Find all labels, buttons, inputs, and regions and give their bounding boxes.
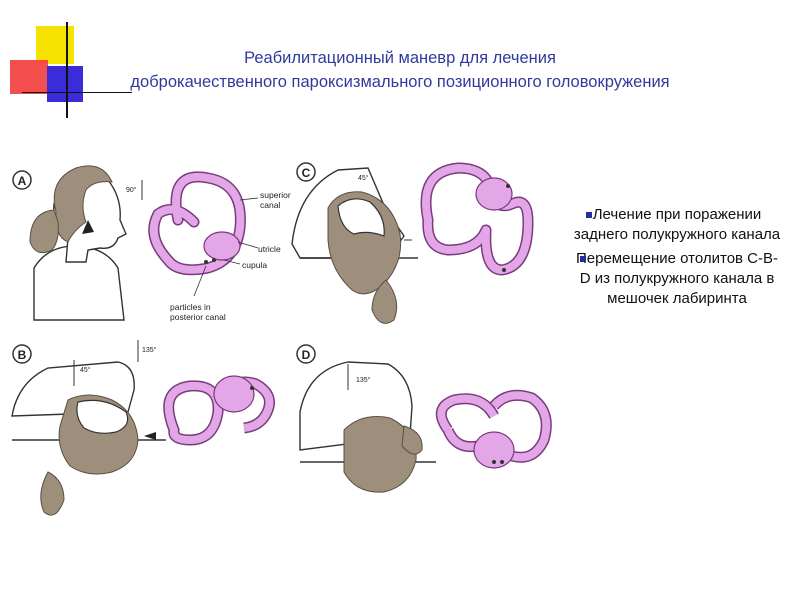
- decor-blue-square: [47, 66, 83, 102]
- panel-c-label: C: [302, 166, 311, 180]
- panel-c-ponytail: [371, 279, 398, 324]
- panel-b-face: [76, 399, 129, 434]
- panel-b-badge: [12, 344, 32, 364]
- panel-c: C 45°: [291, 162, 534, 324]
- bullet-text: Лечение при поражении заднего полукружно…: [573, 206, 781, 243]
- leader-particles: [193, 265, 207, 297]
- panel-c-labyrinth: [420, 162, 534, 276]
- bullet-item: Перемещение отолитов C-B-D из полукружно…: [572, 249, 782, 309]
- panel-a-arrow-icon: [82, 220, 94, 234]
- panel-a-badge: [12, 170, 32, 190]
- panel-d-ponytail: [401, 425, 423, 455]
- panel-a-label: A: [18, 174, 27, 188]
- panel-b-labyrinth: [163, 375, 275, 446]
- panel-d: D 135°: [296, 344, 552, 493]
- panel-b: B 45° 135°: [11, 340, 275, 516]
- title-line-1: Реабилитационный маневр для лечения: [244, 49, 556, 67]
- panel-a-hair: [53, 165, 113, 243]
- panel-b-ponytail: [40, 471, 65, 516]
- panel-b-arrow-icon: [144, 432, 156, 440]
- panel-d-label: D: [302, 348, 311, 362]
- bullet-item: Лечение при поражении заднего полукружно…: [572, 205, 782, 245]
- leader-superior-canal: [239, 197, 259, 201]
- bullet-text: Перемещение отолитов C-B-D из полукружно…: [575, 250, 779, 307]
- panel-a-ponytail: [29, 209, 59, 254]
- panel-a-angle: 90°: [126, 186, 137, 194]
- panel-b-angle-2: 135°: [142, 346, 157, 354]
- label-cupula: cupula: [242, 260, 267, 270]
- bullet-square-icon: [586, 212, 592, 218]
- panel-d-labyrinth: [435, 389, 552, 469]
- panel-c-face: [337, 198, 385, 237]
- decor-red-square: [10, 60, 48, 94]
- panel-b-angle-1: 45°: [80, 366, 91, 374]
- panel-a-labyrinth: [148, 171, 246, 276]
- decor-vertical-line: [66, 22, 68, 118]
- panel-d-badge: [296, 344, 316, 364]
- panel-c-badge: [296, 162, 316, 182]
- title-line-2: доброкачественного пароксизмального пози…: [130, 73, 670, 91]
- panel-d-hair: [343, 416, 417, 493]
- bullet-square-icon: [580, 256, 586, 262]
- decor-horizontal-line: [22, 92, 132, 93]
- slide-title: Реабилитационный маневр для лечения добр…: [10, 46, 790, 94]
- panel-c-angle: 45°: [358, 174, 369, 182]
- leader-utricle: [237, 241, 259, 249]
- bullet-list: Лечение при поражении заднего полукружно…: [572, 205, 782, 313]
- panel-d-angle: 135°: [356, 376, 371, 384]
- panel-b-label: B: [18, 348, 27, 362]
- leader-cupula: [223, 259, 241, 265]
- label-utricle: utricle: [258, 244, 281, 254]
